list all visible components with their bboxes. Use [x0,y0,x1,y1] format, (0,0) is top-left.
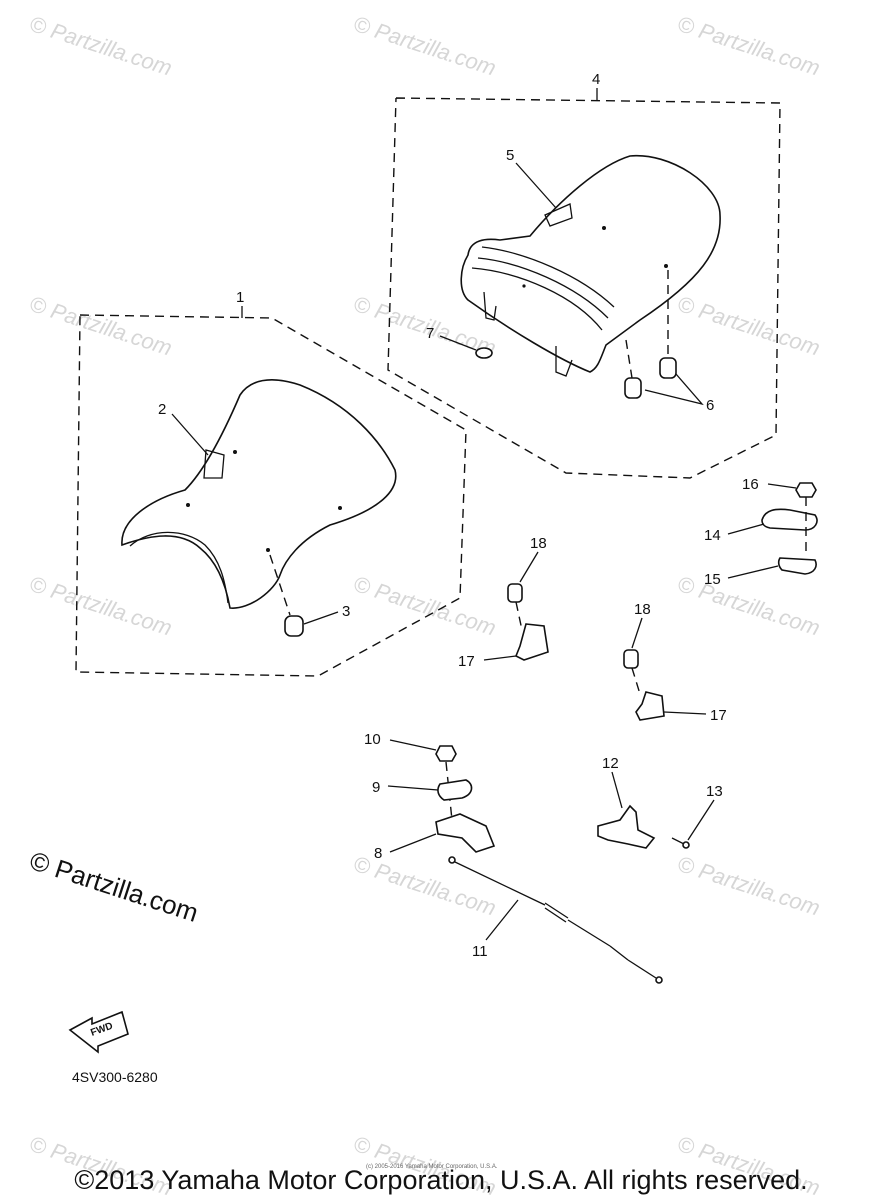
callout-10: 10 [364,731,381,748]
callout-18-left-leader [519,551,539,583]
cable-11 [448,856,663,984]
callout-11: 11 [472,943,488,960]
bracket-17-left [514,623,549,661]
bolt-18-right [623,649,639,669]
damper-3 [284,615,304,637]
callout-9: 9 [372,779,380,796]
callout-6-leader [644,373,704,406]
callout-6: 6 [706,397,714,414]
watermark: © Partzilla.com [350,851,499,921]
watermark: © Partzilla.com [26,11,175,81]
callout-10-leader [389,739,437,751]
small-copyright: (c) 2005-2016 Yamaha Motor Corporation, … [366,1164,498,1170]
callout-16: 16 [742,476,759,493]
plate-15 [777,557,817,575]
screw-13 [671,837,690,849]
holder-12 [597,804,656,849]
callout-18-right: 18 [634,601,651,618]
damper-6 [624,357,677,399]
callout-7: 7 [426,325,434,342]
axis-line [515,601,523,631]
watermark: © Partzilla.com [674,11,823,81]
callout-8-leader [389,833,437,853]
rear-seat [460,154,721,379]
callout-12-leader [611,771,623,809]
callout-2-leader [171,413,209,456]
callout-17-left: 17 [458,653,475,670]
diagram-code: 4SV300-6280 [72,1069,158,1085]
plate-9 [437,779,473,801]
bolt-16 [795,482,817,498]
callout-12: 12 [602,755,619,772]
watermark: © Partzilla.com [674,571,823,641]
callout-17-right: 17 [710,707,727,724]
watermark: © Partzilla.com [674,291,823,361]
watermark: © Partzilla.com [350,11,499,81]
callout-16-leader [767,483,797,489]
axis-line [631,667,641,695]
nut-10 [435,745,457,762]
callout-17-left-leader [483,655,517,661]
fwd-arrow-icon: FWD [68,1010,129,1054]
partzilla-watermark-large: © Partzilla.com [26,845,202,928]
axis-line [445,761,453,821]
callout-15-leader [727,565,779,579]
bracket-17-right [635,691,665,721]
watermark: © Partzilla.com [26,291,175,361]
copyright-footer: ©2013 Yamaha Motor Corporation, U.S.A. A… [74,1165,807,1195]
callout-14-leader [727,523,765,535]
callout-4: 4 [592,71,600,88]
callout-5-leader [515,162,557,209]
lock-8 [435,813,496,853]
bolt-18-left [507,583,523,603]
callout-2: 2 [158,401,166,418]
callout-5: 5 [506,147,514,164]
rear-seat-assembly-boundary [387,97,781,479]
callout-3: 3 [342,603,350,620]
callout-18-left: 18 [530,535,547,552]
callout-11-leader [485,899,519,941]
front-seat [121,379,397,616]
callout-13-leader [687,799,715,841]
plate-14 [761,508,818,531]
callout-1: 1 [236,289,244,306]
callout-17-right-leader [663,711,707,715]
callout-3-leader [303,611,339,625]
callout-8: 8 [374,845,382,862]
callout-labels: 1 2 3 4 5 6 7 8 9 10 11 12 13 14 15 16 1… [158,71,759,960]
callout-15: 15 [704,571,721,588]
callout-18-right-leader [631,617,643,649]
watermark: © Partzilla.com [26,571,175,641]
watermark: © Partzilla.com [674,851,823,921]
callout-7-leader [439,335,477,351]
watermark: © Partzilla.com [350,571,499,641]
collar-7 [475,347,493,359]
callout-14: 14 [704,527,721,544]
callout-13: 13 [706,783,723,800]
callout-9-leader [387,785,439,791]
